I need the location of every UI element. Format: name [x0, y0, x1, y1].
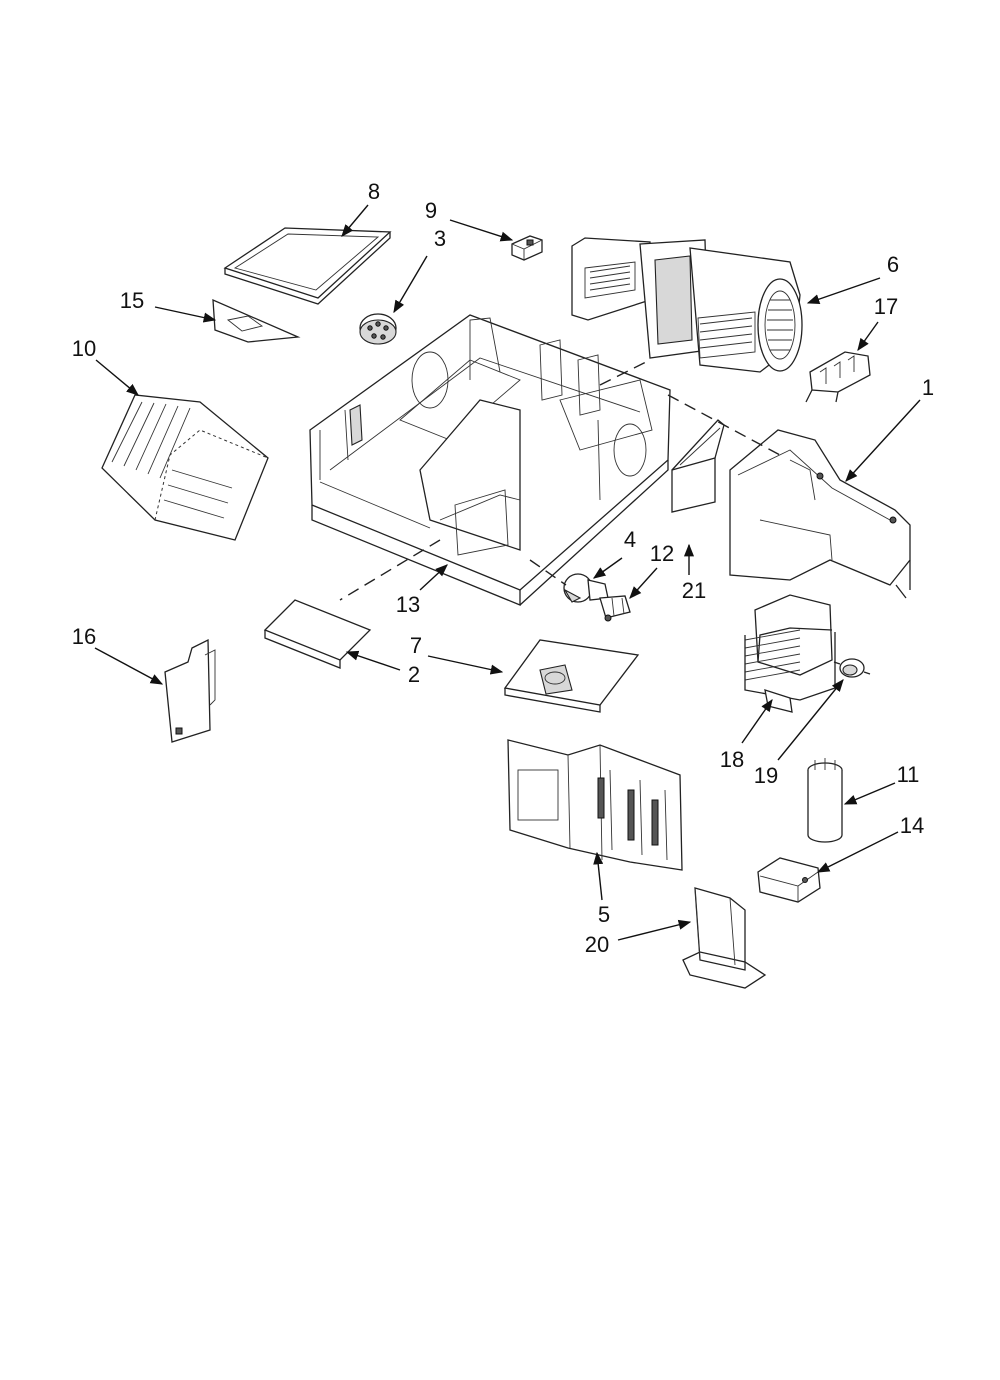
callout-19: 19 — [753, 763, 779, 788]
callout-1: 1 — [921, 375, 935, 400]
callout-21: 21 — [681, 578, 707, 603]
callout-6: 6 — [886, 252, 900, 277]
callout-17: 17 — [873, 294, 899, 319]
part-6-blower — [571, 237, 803, 373]
callout-11: 11 — [896, 762, 920, 787]
callout-3: 3 — [433, 226, 447, 251]
callout-4: 4 — [623, 527, 637, 552]
part-10-grille — [101, 394, 269, 541]
part-21-panel — [671, 419, 725, 513]
part-17-bracket — [805, 351, 871, 403]
part-5-shield — [507, 739, 683, 871]
part-12-socket — [599, 595, 631, 622]
callout-15: 15 — [119, 288, 145, 313]
callout-2: 2 — [407, 662, 421, 687]
part-9-connector — [511, 235, 543, 261]
callout-9: 9 — [424, 198, 438, 223]
part-13-chassis — [309, 314, 671, 606]
callout-18: 18 — [719, 747, 745, 772]
part-4-lamp — [563, 573, 609, 603]
callout-20: 20 — [584, 932, 610, 957]
callout-14: 14 — [899, 813, 925, 838]
callout-8: 8 — [367, 179, 381, 204]
callout-7: 7 — [409, 633, 423, 658]
part-8-filter — [223, 227, 392, 305]
part-20-stand — [682, 887, 767, 989]
part-19-thermal — [833, 658, 871, 678]
callout-12: 12 — [649, 541, 675, 566]
callout-10: 10 — [71, 336, 97, 361]
part-7-cover — [503, 639, 640, 713]
part-1-duct — [729, 429, 911, 599]
part-15-plate — [212, 298, 301, 343]
part-14-bracket — [757, 857, 821, 903]
part-3-switch — [359, 313, 397, 345]
part-16-shield — [164, 638, 216, 743]
part-2-plate — [263, 599, 372, 669]
callout-5: 5 — [597, 902, 611, 927]
callout-13: 13 — [395, 592, 421, 617]
part-11-capacitor — [807, 758, 843, 843]
callout-16: 16 — [71, 624, 97, 649]
part-18-transformer — [744, 594, 836, 713]
